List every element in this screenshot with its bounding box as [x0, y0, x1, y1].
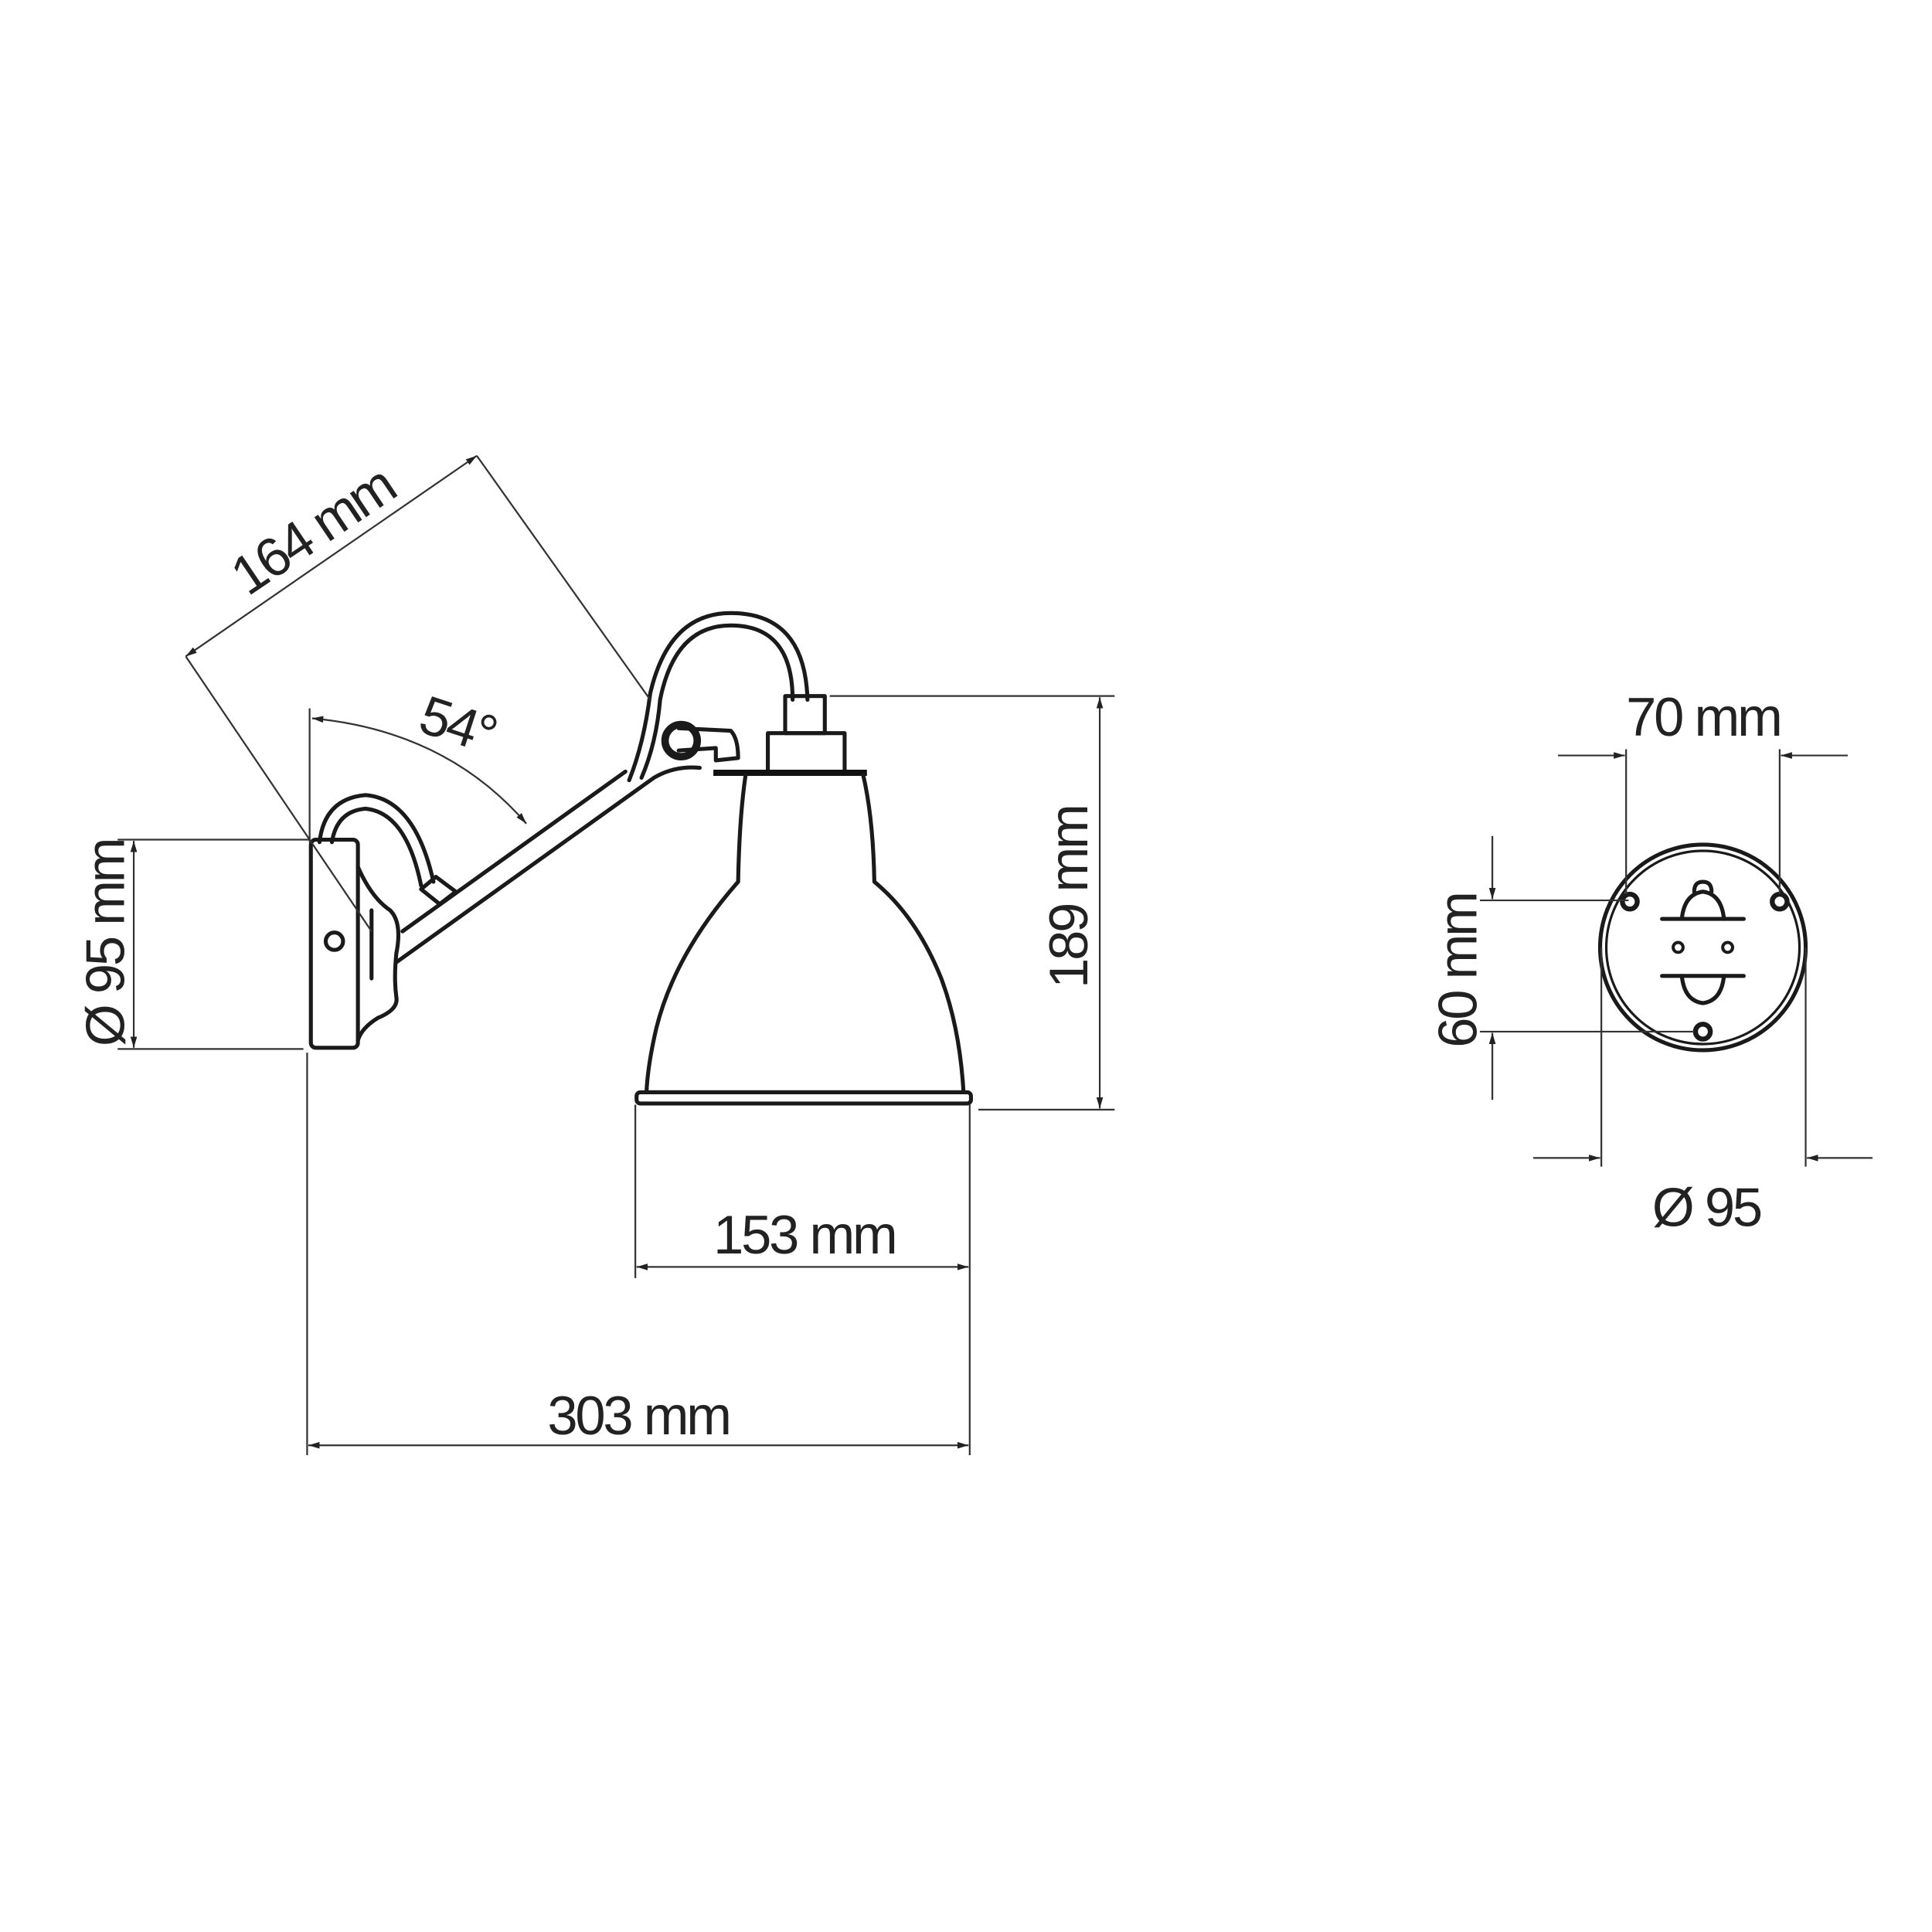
wall-bracket: [355, 865, 401, 1043]
screw-spacing-v-label: 60 mm: [1427, 893, 1488, 1047]
shade-joint: [661, 720, 702, 760]
shade-diameter-label: 153 mm: [713, 1204, 895, 1265]
projection-label: 303 mm: [547, 1385, 729, 1446]
height-label: 189 mm: [1038, 806, 1099, 988]
socket: [766, 731, 847, 775]
screw-hole-left: [1620, 891, 1640, 912]
wall-plate-screw: [323, 930, 345, 952]
shade-cable: [627, 611, 810, 783]
arm-angle-label: 54°: [413, 684, 503, 765]
side-view-dimensions: 164 mm 54° Ø 95 mm 189 mm 153 mm 303 mm: [74, 454, 1115, 1456]
base-view-diameter-label: Ø 95: [1652, 1177, 1761, 1238]
base-diameter-label: Ø 95 mm: [74, 840, 135, 1046]
arm-angle-arc: [311, 716, 527, 825]
shade-rim: [634, 1090, 973, 1106]
cable-grommet: [783, 694, 827, 736]
wall-plate: [308, 837, 360, 1050]
base-plate-inner: [1604, 849, 1801, 1046]
base-plate-view: [1597, 842, 1808, 1053]
shade-body: [644, 773, 966, 1095]
arm-upper-edge: [400, 769, 628, 934]
arm-length-label: 164 mm: [220, 454, 405, 607]
base-plate-outer: [1597, 842, 1808, 1053]
cable-clip: [419, 875, 458, 906]
screw-hole-right: [1770, 891, 1790, 912]
arm-length-dimension-line: [185, 454, 478, 658]
arm-lower-edge: [394, 765, 702, 964]
shade-cable-inner: [639, 623, 795, 780]
screw-spacing-h-label: 70 mm: [1626, 686, 1780, 747]
screw-hole-bottom: [1692, 1022, 1713, 1042]
joint-bracket: [676, 726, 740, 763]
base-view-dimensions: 70 mm 60 mm Ø 95: [1427, 686, 1873, 1238]
